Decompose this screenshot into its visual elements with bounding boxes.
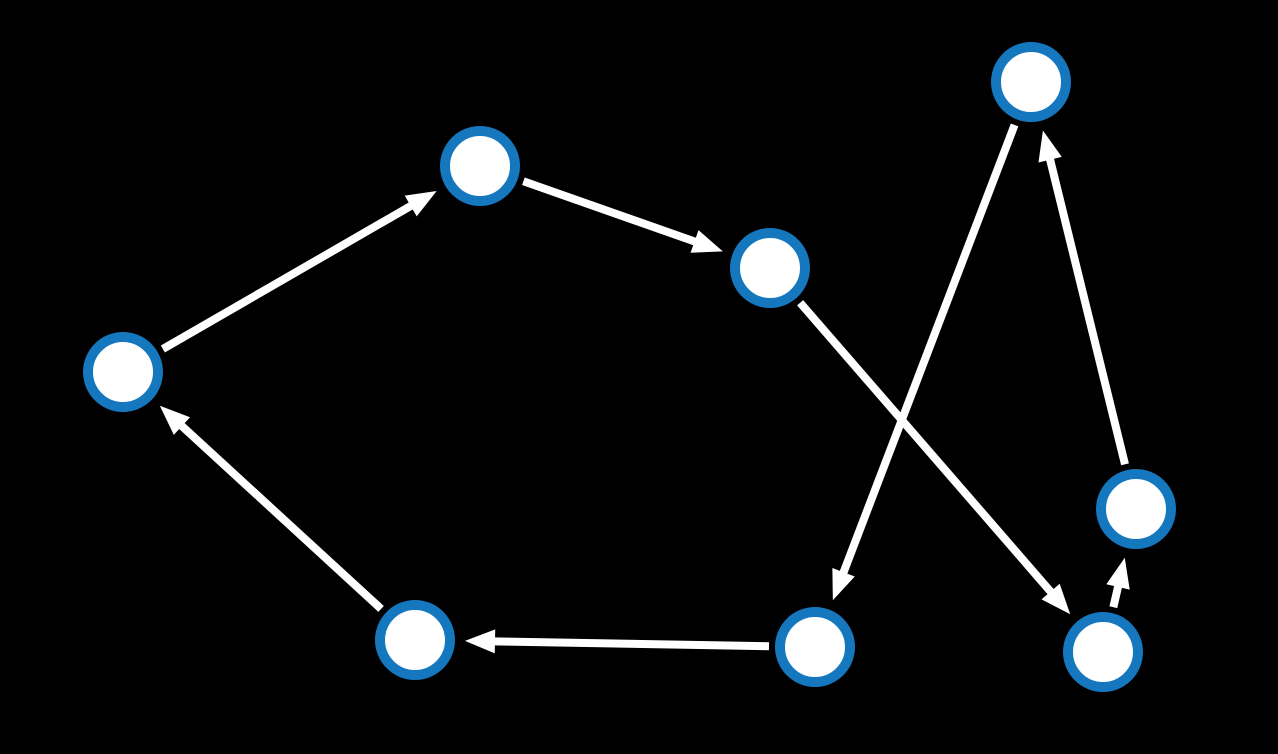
graph-node-top-left bbox=[440, 126, 520, 206]
graph-node-bottom-center bbox=[775, 607, 855, 687]
edge-line bbox=[177, 421, 384, 612]
edge-line bbox=[522, 177, 698, 246]
arrowhead-icon bbox=[690, 230, 723, 253]
edge-line bbox=[839, 123, 1019, 576]
edge-line bbox=[1109, 584, 1123, 609]
graph-node-center bbox=[730, 228, 810, 308]
graph-edge-bottom-right-to-right bbox=[1106, 557, 1130, 609]
graph-node-bottom-left bbox=[375, 600, 455, 680]
edge-line bbox=[160, 201, 415, 353]
graph-edge-top-left-to-center bbox=[522, 177, 723, 253]
graph-edge-right-to-top-right bbox=[1038, 130, 1129, 466]
arrowhead-icon bbox=[1106, 557, 1130, 590]
arrowhead-icon bbox=[159, 405, 191, 435]
arrowhead-icon bbox=[832, 567, 855, 601]
graph-node-top-right bbox=[991, 42, 1071, 122]
arrowhead-icon bbox=[464, 629, 496, 654]
edge-line bbox=[1045, 156, 1129, 466]
graph-edge-top-right-to-bottom-center bbox=[832, 123, 1019, 601]
graph-node-bottom-right bbox=[1063, 612, 1143, 692]
edge-line bbox=[797, 300, 1055, 596]
graph-edge-center-to-bottom-right bbox=[797, 300, 1071, 615]
graph-edge-bottom-center-to-bottom-left bbox=[464, 629, 770, 654]
arrowhead-icon bbox=[1038, 130, 1062, 163]
graph-edge-left-to-top-left bbox=[160, 190, 437, 353]
graph-node-right bbox=[1096, 469, 1176, 549]
graph-edge-bottom-left-to-left bbox=[159, 405, 384, 612]
graph-node-left bbox=[83, 332, 163, 412]
edge-line bbox=[492, 637, 770, 651]
arrowhead-icon bbox=[404, 190, 437, 217]
arrowhead-icon bbox=[1041, 583, 1071, 615]
